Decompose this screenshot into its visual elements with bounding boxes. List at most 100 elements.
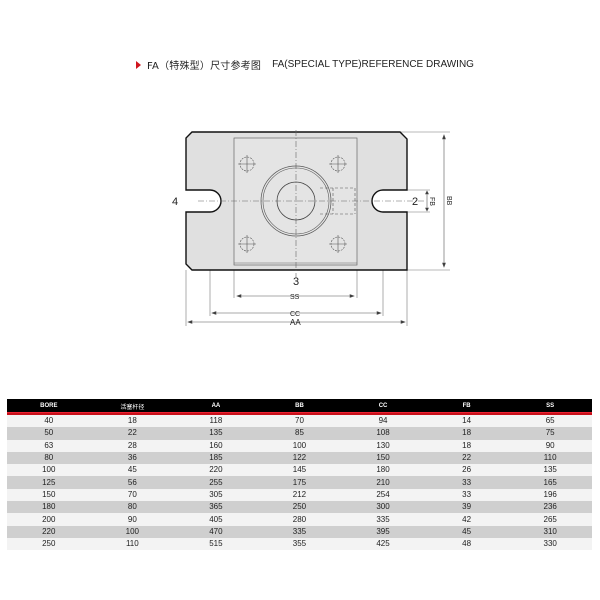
cell: 425 bbox=[341, 537, 425, 551]
cell: 39 bbox=[424, 501, 509, 514]
cell: 150 bbox=[7, 488, 91, 502]
cell: 165 bbox=[508, 476, 592, 489]
cell: 236 bbox=[508, 501, 592, 514]
cell: 110 bbox=[90, 537, 175, 551]
bore-circle bbox=[276, 181, 316, 221]
cell: 70 bbox=[90, 488, 175, 502]
cell: 150 bbox=[341, 451, 425, 465]
cell: 80 bbox=[90, 501, 175, 514]
cell: 100 bbox=[90, 525, 175, 538]
cell: 70 bbox=[257, 414, 342, 428]
header-cc: CC bbox=[341, 399, 425, 415]
drawing-title: FA（特殊型）尺寸参考图 FA(SPECIAL TYPE)REFERENCE D… bbox=[136, 57, 474, 72]
cell: 94 bbox=[341, 414, 425, 428]
cell: 470 bbox=[174, 525, 258, 538]
cell: 255 bbox=[174, 476, 258, 489]
cell: 160 bbox=[174, 439, 258, 452]
cell: 22 bbox=[424, 451, 509, 465]
cell: 75 bbox=[508, 427, 592, 440]
reference-drawing: 4 2 3 SS CC AA FB BB bbox=[172, 130, 452, 327]
header-ss: SS bbox=[508, 399, 592, 415]
bb-label: BB bbox=[445, 196, 452, 206]
cell: 42 bbox=[424, 513, 509, 526]
cell: 90 bbox=[90, 513, 175, 526]
cell: 405 bbox=[174, 513, 258, 526]
cell: 118 bbox=[174, 414, 258, 428]
port-hidden-lines bbox=[320, 187, 356, 215]
cell: 50 bbox=[7, 427, 91, 440]
cell: 108 bbox=[341, 427, 425, 440]
title-english: FA(SPECIAL TYPE)REFERENCE DRAWING bbox=[272, 59, 474, 70]
cell: 180 bbox=[341, 464, 425, 477]
cell: 18 bbox=[424, 427, 509, 440]
table-header-row: BORE 活塞杆径 AA BB CC FB SS bbox=[7, 399, 592, 415]
cc-label: CC bbox=[290, 311, 300, 318]
cell: 56 bbox=[90, 476, 175, 489]
cell: 280 bbox=[257, 513, 342, 526]
header-bore: BORE bbox=[7, 399, 91, 415]
cell: 335 bbox=[341, 513, 425, 526]
cell: 18 bbox=[424, 439, 509, 452]
cell: 145 bbox=[257, 464, 342, 477]
cell: 22 bbox=[90, 427, 175, 440]
corner-holes bbox=[238, 155, 347, 253]
red-triangle-bullet-icon bbox=[136, 60, 141, 69]
cell: 33 bbox=[424, 488, 509, 502]
header-rod-diameter: 活塞杆径 bbox=[90, 399, 175, 415]
cell: 33 bbox=[424, 476, 509, 489]
cell: 85 bbox=[257, 427, 342, 440]
cell: 80 bbox=[7, 451, 91, 465]
cell: 175 bbox=[257, 476, 342, 489]
boss-outer-circle bbox=[260, 165, 332, 237]
center-lines bbox=[198, 130, 425, 278]
cell: 125 bbox=[7, 476, 91, 489]
cell: 210 bbox=[341, 476, 425, 489]
cell: 65 bbox=[508, 414, 592, 428]
cell: 220 bbox=[174, 464, 258, 477]
cell: 130 bbox=[341, 439, 425, 452]
cell: 100 bbox=[257, 439, 342, 452]
cell: 220 bbox=[7, 525, 91, 538]
dimension-lines bbox=[187, 134, 446, 324]
cell: 185 bbox=[174, 451, 258, 465]
cell: 395 bbox=[341, 525, 425, 538]
cell: 45 bbox=[90, 464, 175, 477]
cell: 212 bbox=[257, 488, 342, 502]
cell: 135 bbox=[174, 427, 258, 440]
cell: 180 bbox=[7, 501, 91, 514]
cell: 365 bbox=[174, 501, 258, 514]
cell: 300 bbox=[341, 501, 425, 514]
cell: 335 bbox=[257, 525, 342, 538]
cell: 310 bbox=[508, 525, 592, 538]
cell: 305 bbox=[174, 488, 258, 502]
cell: 45 bbox=[424, 525, 509, 538]
cell: 14 bbox=[424, 414, 509, 428]
cell: 90 bbox=[508, 439, 592, 452]
aa-label: AA bbox=[290, 318, 301, 327]
header-bb: BB bbox=[257, 399, 342, 415]
cell: 48 bbox=[424, 537, 509, 551]
cell: 110 bbox=[508, 451, 592, 465]
cell: 330 bbox=[508, 537, 592, 551]
header-fb: FB bbox=[424, 399, 509, 415]
port-3-label: 3 bbox=[293, 276, 299, 288]
cell: 250 bbox=[257, 501, 342, 514]
cell: 265 bbox=[508, 513, 592, 526]
header-aa: AA bbox=[174, 399, 258, 415]
port-2-label: 2 bbox=[412, 196, 418, 208]
cell: 196 bbox=[508, 488, 592, 502]
cell: 515 bbox=[174, 537, 258, 551]
cell: 100 bbox=[7, 464, 91, 477]
ss-label: SS bbox=[290, 294, 300, 301]
cell: 18 bbox=[90, 414, 175, 428]
port-4-label: 4 bbox=[172, 196, 178, 208]
